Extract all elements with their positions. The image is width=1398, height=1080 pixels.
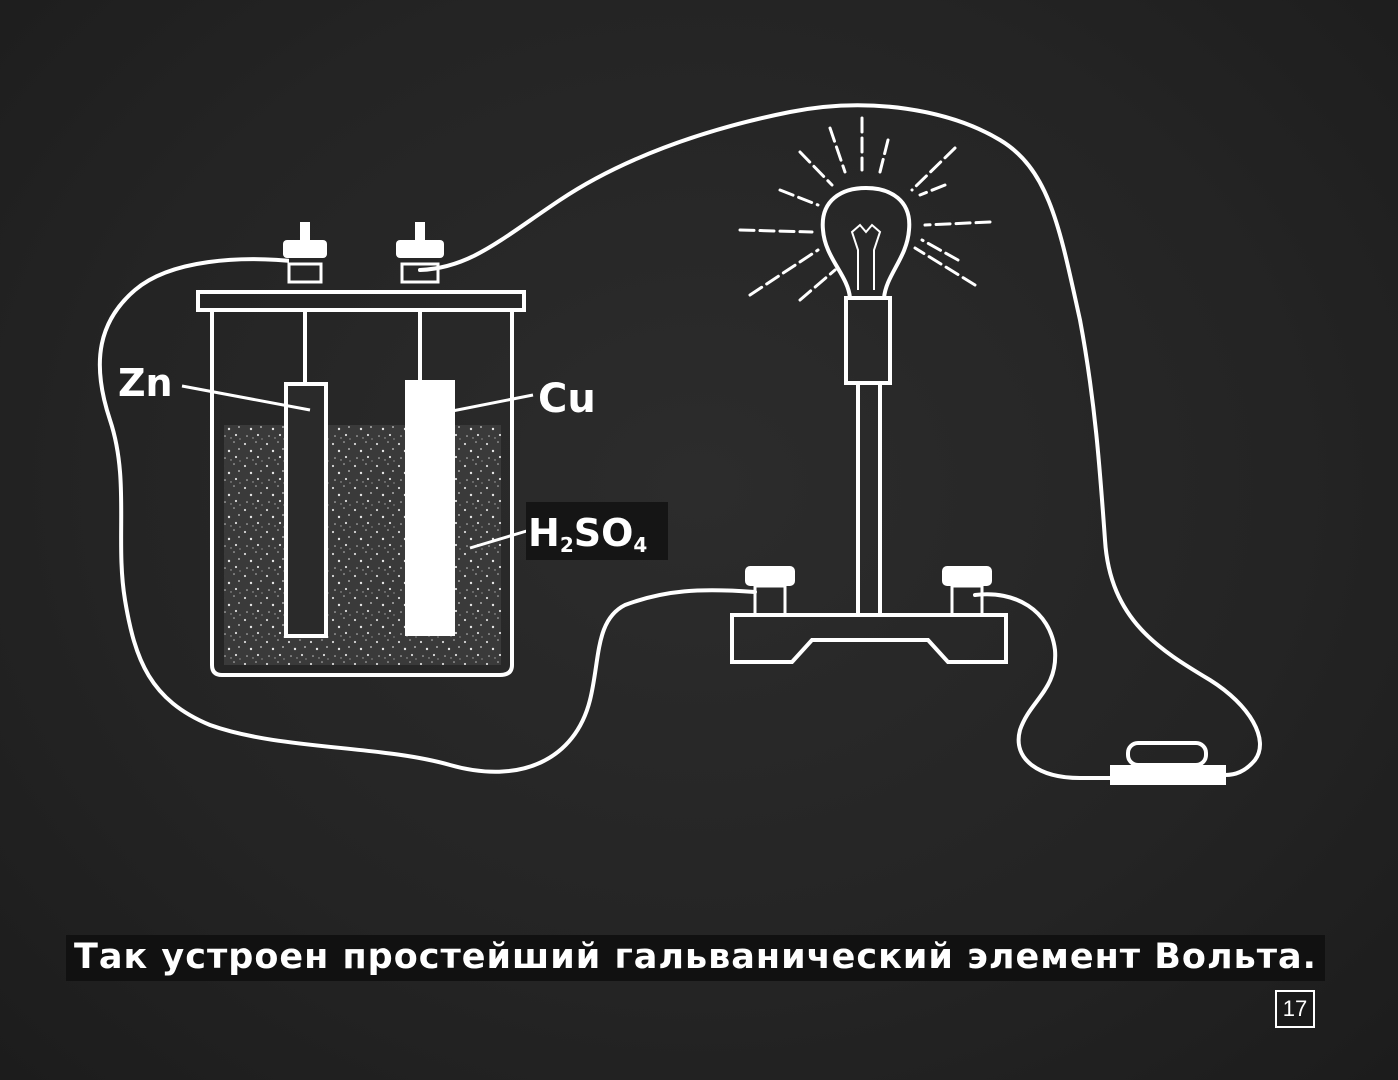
switch (1110, 741, 1226, 785)
acid-formula-h: H (528, 511, 560, 555)
copper-electrode (405, 380, 455, 636)
zinc-terminal (283, 222, 327, 284)
lamp-socket (844, 296, 892, 385)
wire-zinc-to-lamp (97, 257, 757, 774)
frame-number: 17 (1275, 990, 1315, 1028)
zinc-label: Zn (118, 361, 173, 405)
lamp-stand-left-terminal (745, 566, 795, 617)
acid-pointer (469, 528, 531, 550)
copper-label: Cu (538, 376, 596, 422)
zinc-pointer (181, 384, 311, 412)
wire-copper-to-switch (418, 103, 1262, 777)
acid-formula-so: SO (574, 511, 634, 555)
light-bulb (820, 185, 912, 300)
svg-text:H2SO4: H2SO4 (528, 511, 647, 557)
sulfuric-acid-solution (224, 425, 501, 665)
lamp-stand-right-terminal (942, 566, 992, 617)
copper-terminal (396, 222, 444, 284)
zinc-electrode (284, 382, 328, 638)
acid-formula-label: H2SO4 (526, 502, 668, 560)
lamp-stand-pole (856, 381, 882, 617)
acid-formula-so-subscript: 4 (633, 533, 647, 557)
acid-formula-h-subscript: 2 (560, 533, 574, 557)
slide-caption: Так устроен простейший гальванический эл… (66, 935, 1325, 981)
wire-lamp-to-switch (973, 592, 1117, 780)
copper-pointer (431, 393, 534, 417)
jar-body (210, 310, 514, 677)
jar-lid (196, 290, 526, 312)
bulb-filament (850, 223, 882, 290)
light-rays (738, 116, 992, 302)
lamp-stand-base (730, 613, 1008, 664)
